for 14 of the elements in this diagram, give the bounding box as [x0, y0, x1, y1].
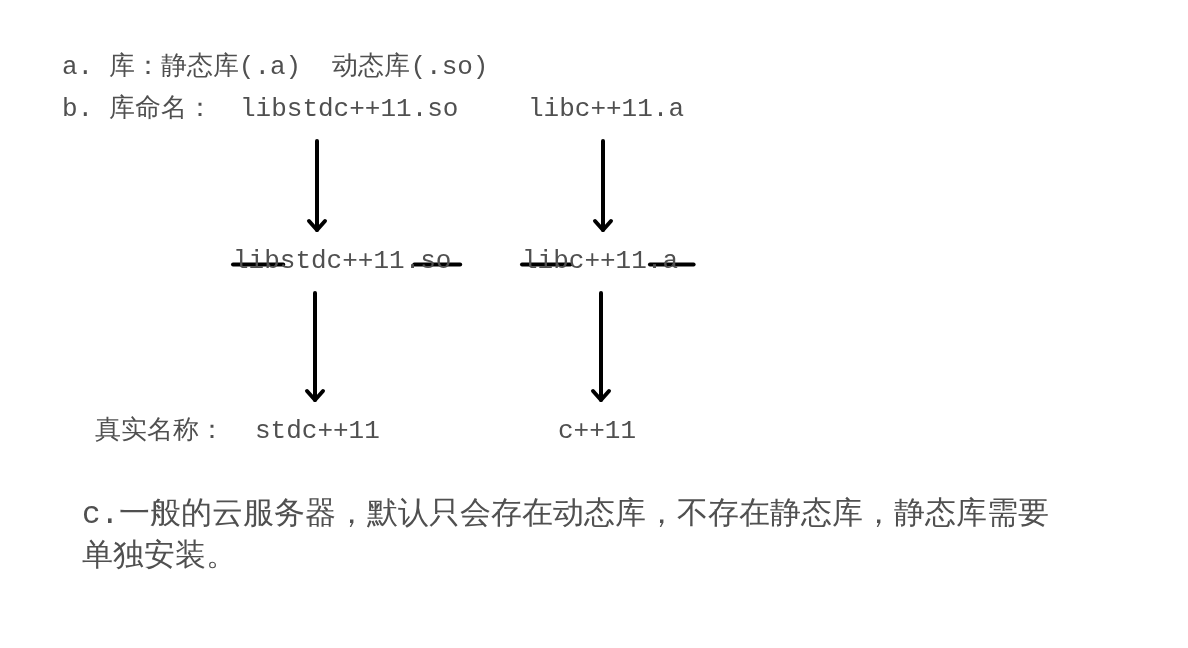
- library-name: libstdc++11.so: [233, 246, 452, 277]
- note-paragraph: c.一般的云服务器，默认只会存在动态库，不存在静态库，静态库需要单独安装。: [82, 496, 1051, 576]
- arrow: [591, 291, 611, 402]
- row-label: b. 库命名：: [62, 94, 213, 125]
- arrow: [307, 139, 327, 232]
- library-name: libc++11.a: [528, 94, 685, 125]
- arrow: [593, 139, 613, 232]
- arrow: [305, 291, 325, 402]
- row-label: 真实名称：: [95, 416, 225, 447]
- library-name: c++11: [558, 416, 636, 447]
- library-name: libstdc++11.so: [240, 94, 459, 125]
- list-item-text: a. 库：静态库(.a) 动态库(.so): [62, 52, 489, 83]
- library-name: libc++11.a: [522, 246, 679, 277]
- library-name: stdc++11: [255, 416, 380, 447]
